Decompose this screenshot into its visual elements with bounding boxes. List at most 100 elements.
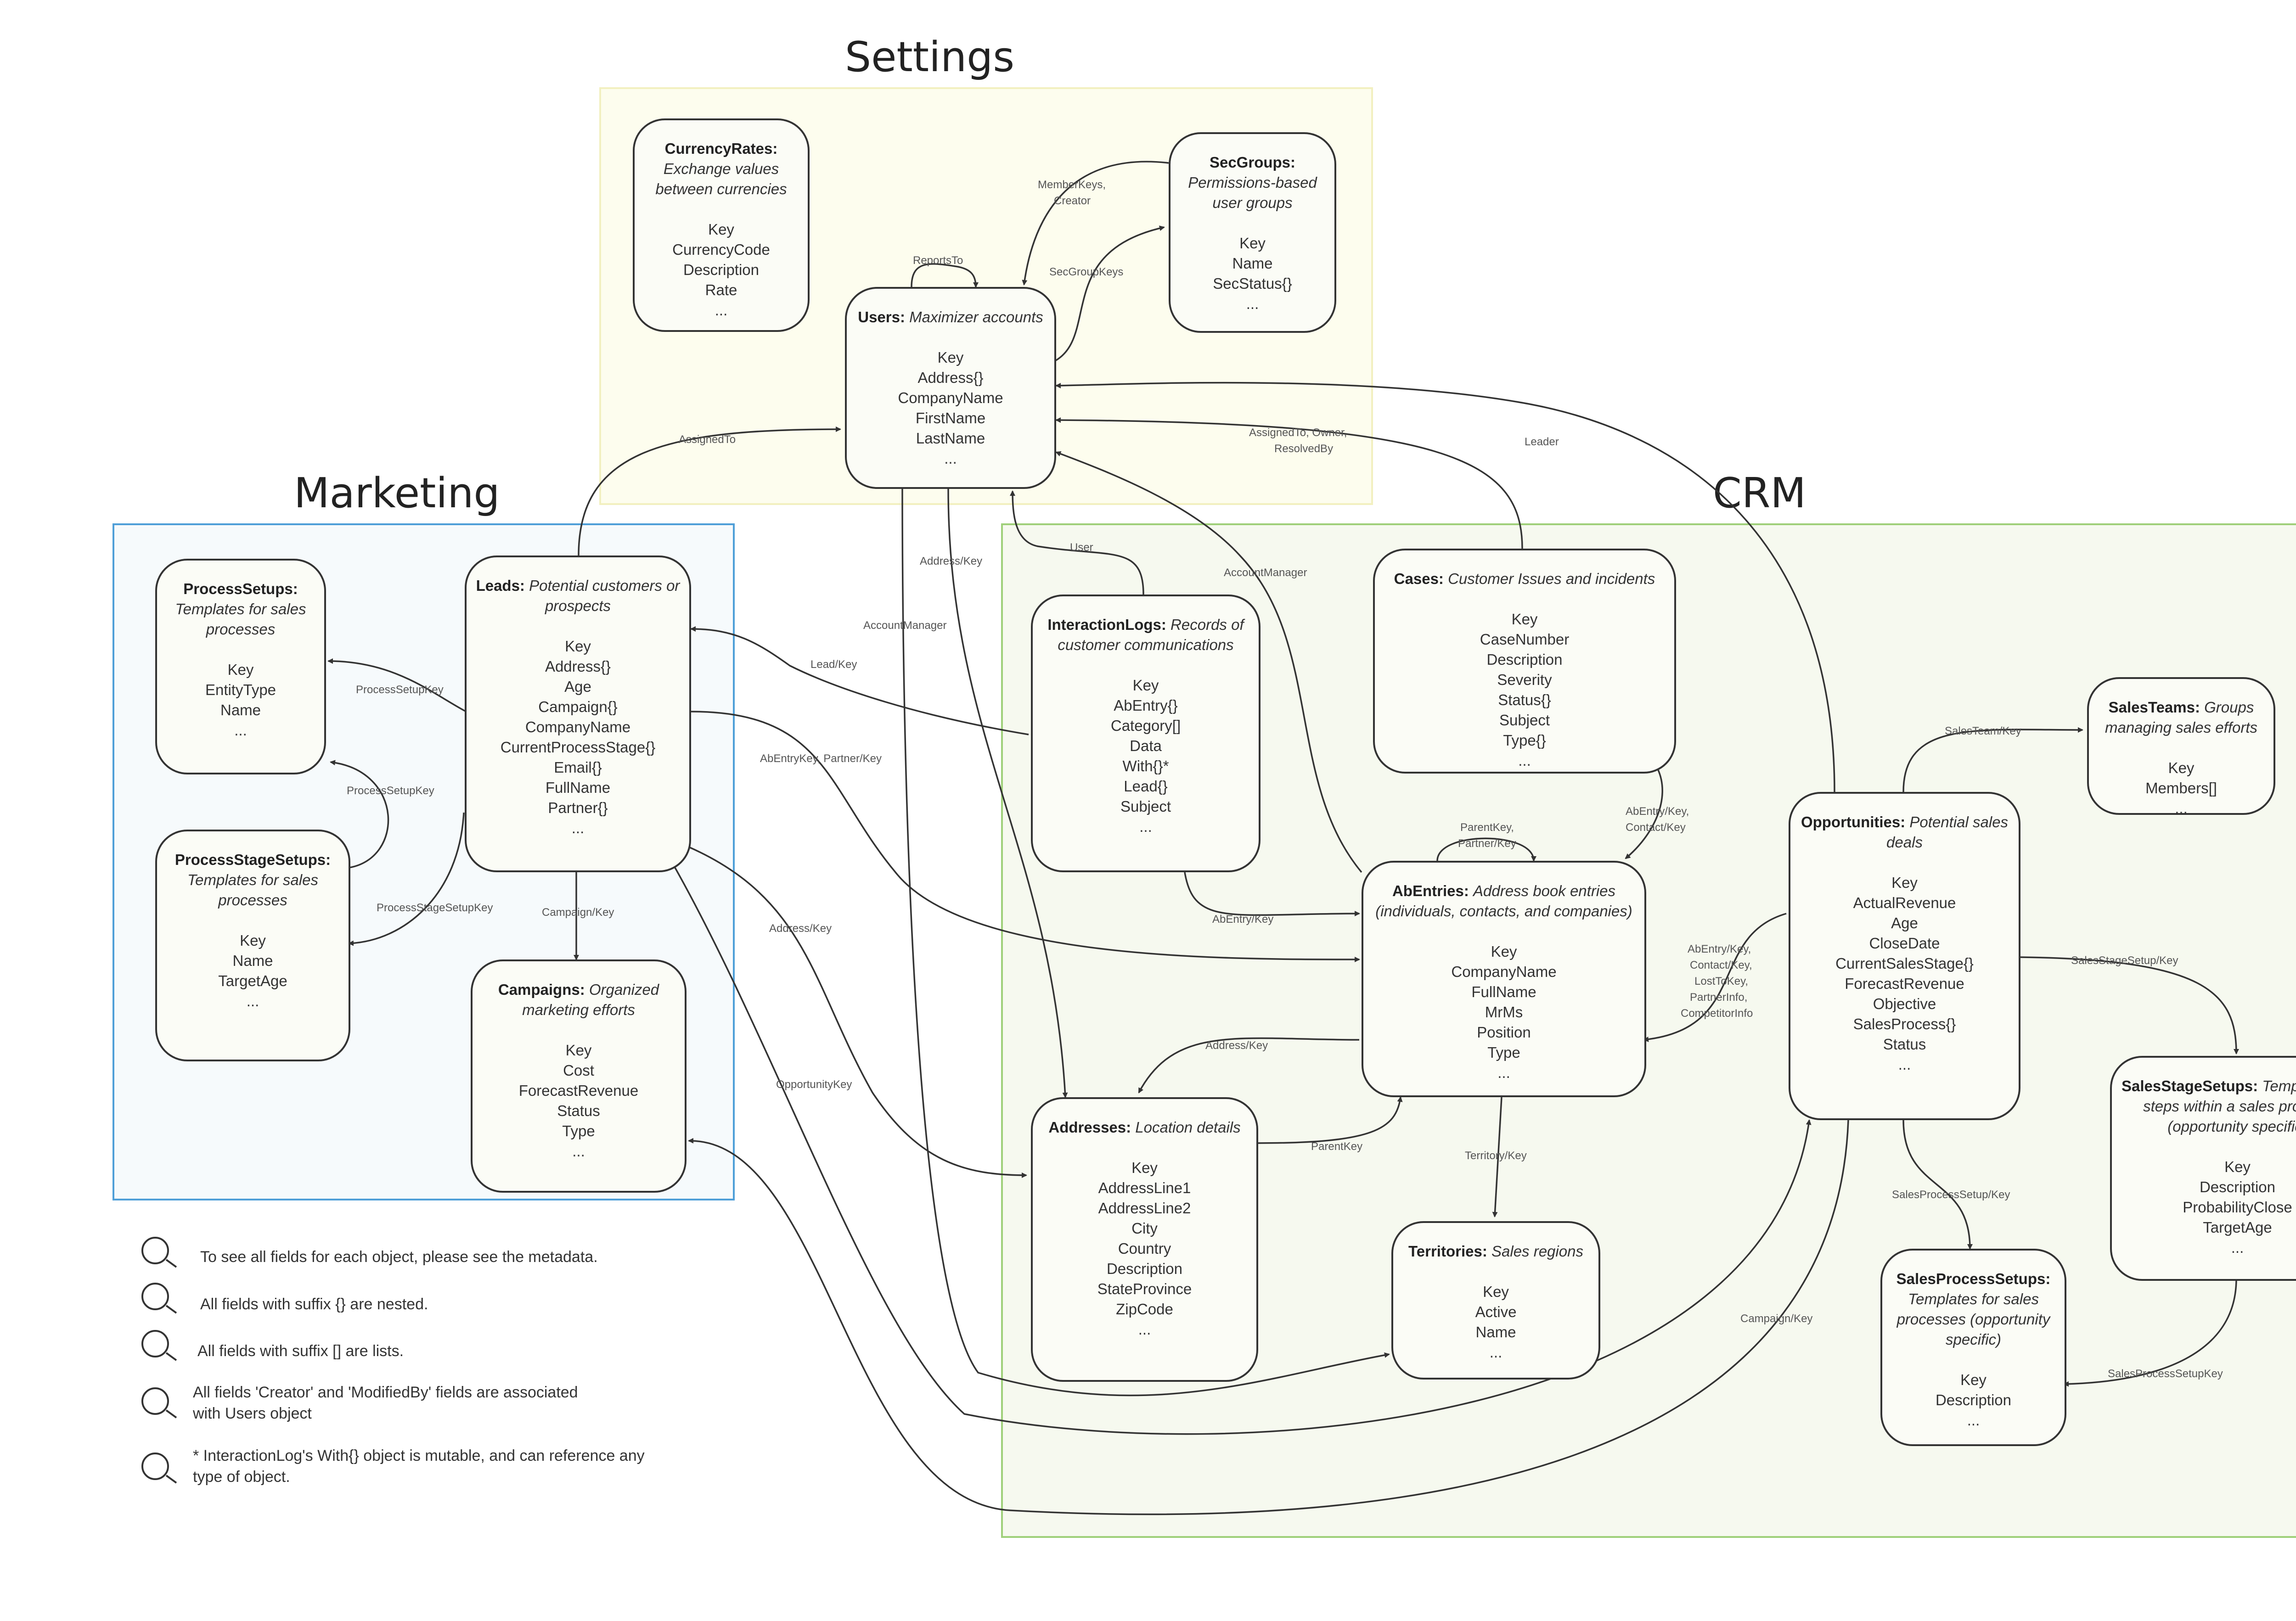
edge-label: Lead/Key bbox=[810, 658, 857, 671]
settings-title: Settings bbox=[845, 33, 1015, 81]
entity-field: Lead{} bbox=[1124, 778, 1168, 795]
entity-field: AddressLine1 bbox=[1098, 1179, 1191, 1196]
entity-field: CurrentSalesStage{} bbox=[1835, 955, 1974, 972]
entity-field: ... bbox=[2175, 800, 2188, 817]
entity-field: ActualRevenue bbox=[1853, 894, 1956, 911]
entity-field: Email{} bbox=[554, 759, 602, 776]
edge-process-setup-key-2 bbox=[330, 760, 389, 869]
entity-field: Key bbox=[1239, 235, 1266, 252]
entity-name: Campaigns: bbox=[498, 981, 585, 998]
edge-label: Contact/Key, bbox=[1690, 959, 1752, 971]
edge-leader bbox=[1055, 381, 1835, 792]
entity-field: ZipCode bbox=[1116, 1301, 1173, 1318]
edge-label: SalesProcessSetupKey bbox=[2108, 1368, 2223, 1380]
entity-field: ... bbox=[1898, 1056, 1911, 1073]
entity-field: Data bbox=[1130, 737, 1162, 754]
edge-lead-key bbox=[690, 626, 1029, 735]
entity-name: AbEntries: bbox=[1392, 882, 1469, 899]
entity-description: Templates for steps within a sales proce… bbox=[2143, 1077, 2296, 1135]
entity-field: Key bbox=[2224, 1158, 2251, 1175]
edge-parent-key bbox=[1258, 1096, 1403, 1144]
entity-salesteams[interactable]: SalesTeams: Groups managing sales effort… bbox=[2087, 677, 2275, 817]
entity-field: Key bbox=[1891, 874, 1918, 891]
edge-sales-process-setup-key-1 bbox=[1902, 1120, 1973, 1250]
entity-field: Name bbox=[220, 701, 261, 718]
entity-field: ... bbox=[246, 993, 259, 1010]
entity-field: Type bbox=[562, 1122, 595, 1139]
entity-name: Opportunities: bbox=[1801, 813, 1906, 830]
entity-description: Templates for sales processes bbox=[187, 871, 318, 909]
entity-field: ... bbox=[1139, 818, 1152, 835]
entity-name: InteractionLogs: bbox=[1047, 616, 1166, 633]
edge-abentry-key bbox=[1184, 872, 1360, 917]
edge-assigned-owner bbox=[1055, 417, 1523, 549]
entity-field: ... bbox=[572, 1143, 585, 1160]
entity-field: Status bbox=[557, 1102, 600, 1119]
edge-assigned-to bbox=[578, 426, 841, 556]
entity-field: Key bbox=[565, 1042, 592, 1059]
edge-user bbox=[1010, 490, 1144, 595]
entity-header: SecGroups: Permissions-based user groups bbox=[1180, 152, 1325, 213]
edge-reports-to bbox=[911, 263, 979, 288]
entity-field: ... bbox=[944, 450, 957, 467]
entity-field: Age bbox=[1891, 914, 1918, 931]
entity-currencyrates[interactable]: CurrencyRates: Exchange values between c… bbox=[633, 118, 810, 332]
magnifier-icon bbox=[141, 1283, 177, 1314]
edge-sales-stage-setup-key bbox=[2020, 956, 2239, 1054]
entity-field: Partner{} bbox=[548, 799, 608, 816]
entity-field: ... bbox=[1138, 1321, 1151, 1338]
edge-label: AbEntry/Key, bbox=[1626, 805, 1689, 818]
entity-field: CurrentProcessStage{} bbox=[500, 739, 656, 756]
entity-description: Records of customer communications bbox=[1058, 616, 1244, 653]
entity-field: Status bbox=[1883, 1036, 1926, 1053]
entity-processsetups[interactable]: ProcessSetups: Templates for sales proce… bbox=[155, 559, 326, 774]
entity-field: ... bbox=[1489, 1344, 1503, 1361]
entity-header: InteractionLogs: Records of customer com… bbox=[1042, 615, 1249, 655]
entity-salesstagesetups[interactable]: SalesStageSetups: Templates for steps wi… bbox=[2110, 1056, 2296, 1281]
entity-header: Leads: Potential customers or prospects bbox=[476, 576, 680, 616]
entity-name: Cases: bbox=[1394, 570, 1444, 587]
edge-abentry-partner bbox=[691, 711, 1360, 962]
entity-field: Key bbox=[1491, 943, 1517, 960]
entity-description: Address book entries (individuals, conta… bbox=[1375, 882, 1632, 920]
entity-secgroups[interactable]: SecGroups: Permissions-based user groups… bbox=[1169, 132, 1336, 333]
entity-description: Potential sales deals bbox=[1886, 813, 2009, 851]
entity-header: CurrencyRates: Exchange values between c… bbox=[644, 139, 799, 199]
entity-field: Members[] bbox=[2145, 780, 2217, 796]
entity-field: ForecastRevenue bbox=[518, 1082, 639, 1099]
entity-interactionlogs[interactable]: InteractionLogs: Records of customer com… bbox=[1031, 595, 1261, 872]
edge-label: MemberKeys, bbox=[1038, 179, 1106, 191]
edge-campaign-key-opp bbox=[688, 1120, 1849, 1515]
entity-field: With{}* bbox=[1122, 757, 1169, 774]
entity-field: CaseNumber bbox=[1480, 631, 1570, 648]
note-metadata: To see all fields for each object, pleas… bbox=[200, 1248, 598, 1266]
entity-field: Description bbox=[2199, 1178, 2276, 1195]
entity-field: ... bbox=[1497, 1064, 1510, 1081]
entity-field: Active bbox=[1475, 1303, 1517, 1320]
entity-abentries[interactable]: AbEntries: Address book entries (individ… bbox=[1362, 861, 1646, 1097]
edge-label: Address/Key bbox=[920, 555, 982, 567]
entity-field: CompanyName bbox=[525, 718, 631, 735]
entity-field: Key bbox=[1132, 677, 1159, 694]
edge-label: CompetitorInfo bbox=[1681, 1007, 1753, 1020]
entity-field: ... bbox=[715, 302, 728, 319]
edge-label: AssignedTo bbox=[679, 433, 736, 446]
entity-field: Key bbox=[937, 349, 964, 366]
entity-processstagesetups[interactable]: ProcessStageSetups: Templates for sales … bbox=[155, 830, 350, 1061]
magnifier-icon bbox=[141, 1330, 177, 1361]
edge-label: ReportsTo bbox=[913, 254, 963, 267]
edge-label: Contact/Key bbox=[1626, 821, 1686, 834]
edge-account-manager-ab bbox=[1055, 451, 1362, 873]
edge-label: ResolvedBy bbox=[1274, 443, 1333, 455]
entity-salesprocesssetups[interactable]: SalesProcessSetups: Templates for sales … bbox=[1880, 1249, 2066, 1446]
entity-field: Key bbox=[565, 638, 591, 655]
entity-field: CompanyName bbox=[1451, 963, 1557, 980]
entity-field: Name bbox=[1232, 255, 1273, 272]
